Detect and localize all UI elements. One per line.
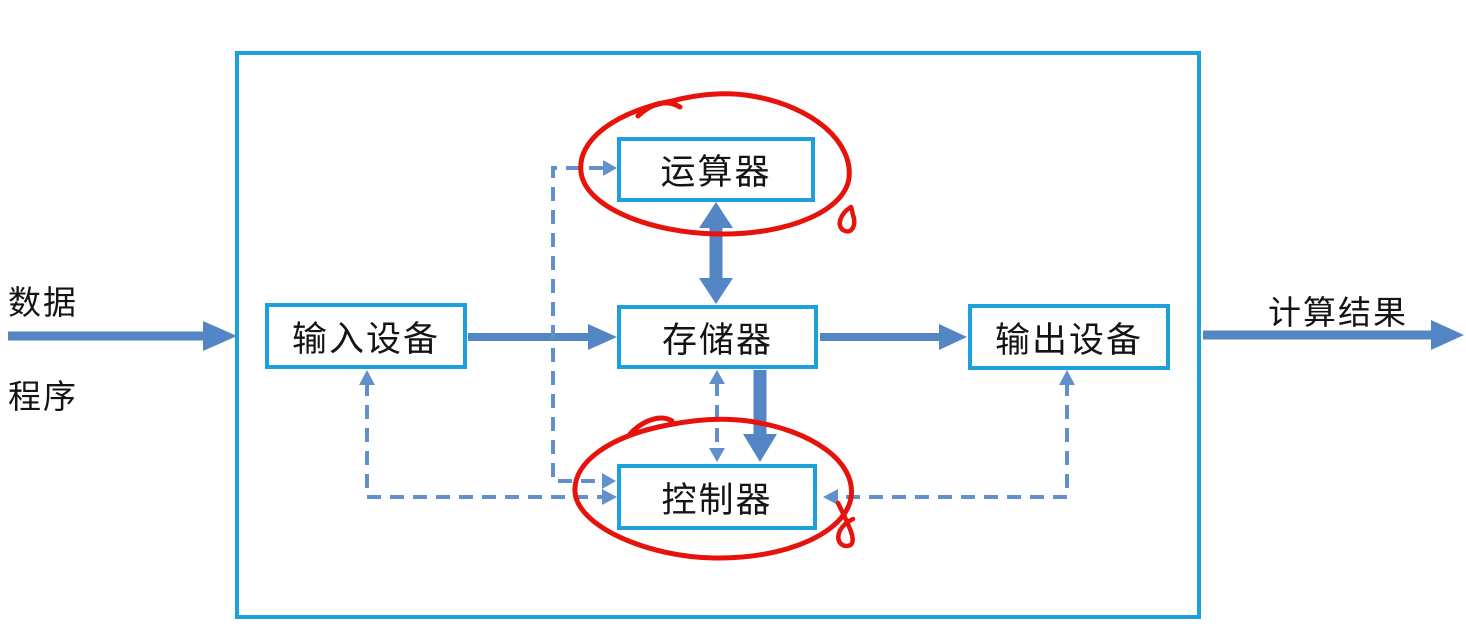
red-circle-control-annotation: [572, 415, 856, 561]
arrow-system-to-result: [1203, 320, 1464, 350]
box-arithmetic-unit-label: 运算器: [660, 153, 772, 192]
box-output-device-label: 输出设备: [994, 320, 1143, 360]
box-control-unit: 控制器: [617, 464, 817, 530]
red-teardrop-mark: [837, 204, 857, 234]
box-input-device: 输入设备: [265, 303, 467, 369]
arrow-input-into-system: [8, 321, 237, 351]
box-memory: 存储器: [617, 305, 818, 369]
box-input-device-label: 输入设备: [291, 319, 440, 359]
dashed-arrow-control-memory: [709, 370, 725, 462]
label-result: 计算结果: [1268, 296, 1408, 332]
system-boundary-box: [235, 51, 1201, 619]
box-output-device: 输出设备: [968, 304, 1170, 370]
label-program: 程序: [8, 380, 78, 416]
box-arithmetic-unit: 运算器: [617, 137, 815, 202]
label-data: 数据: [8, 286, 78, 322]
arrow-memory-to-output: [820, 324, 967, 350]
red-tail-loop-mark: [835, 500, 856, 549]
red-circle-alu-annotation: [578, 91, 857, 237]
dashed-arrow-control-output: [823, 370, 1075, 505]
dashed-arrow-control-input: [359, 370, 617, 505]
box-control-unit-label: 控制器: [661, 480, 773, 520]
arrow-alu-memory-bidirectional: [699, 202, 733, 304]
dashed-arrow-control-alu: [551, 160, 617, 489]
arrow-memory-to-control: [743, 370, 777, 462]
box-memory-label: 存储器: [661, 320, 773, 360]
arrow-input-to-memory: [468, 324, 617, 350]
